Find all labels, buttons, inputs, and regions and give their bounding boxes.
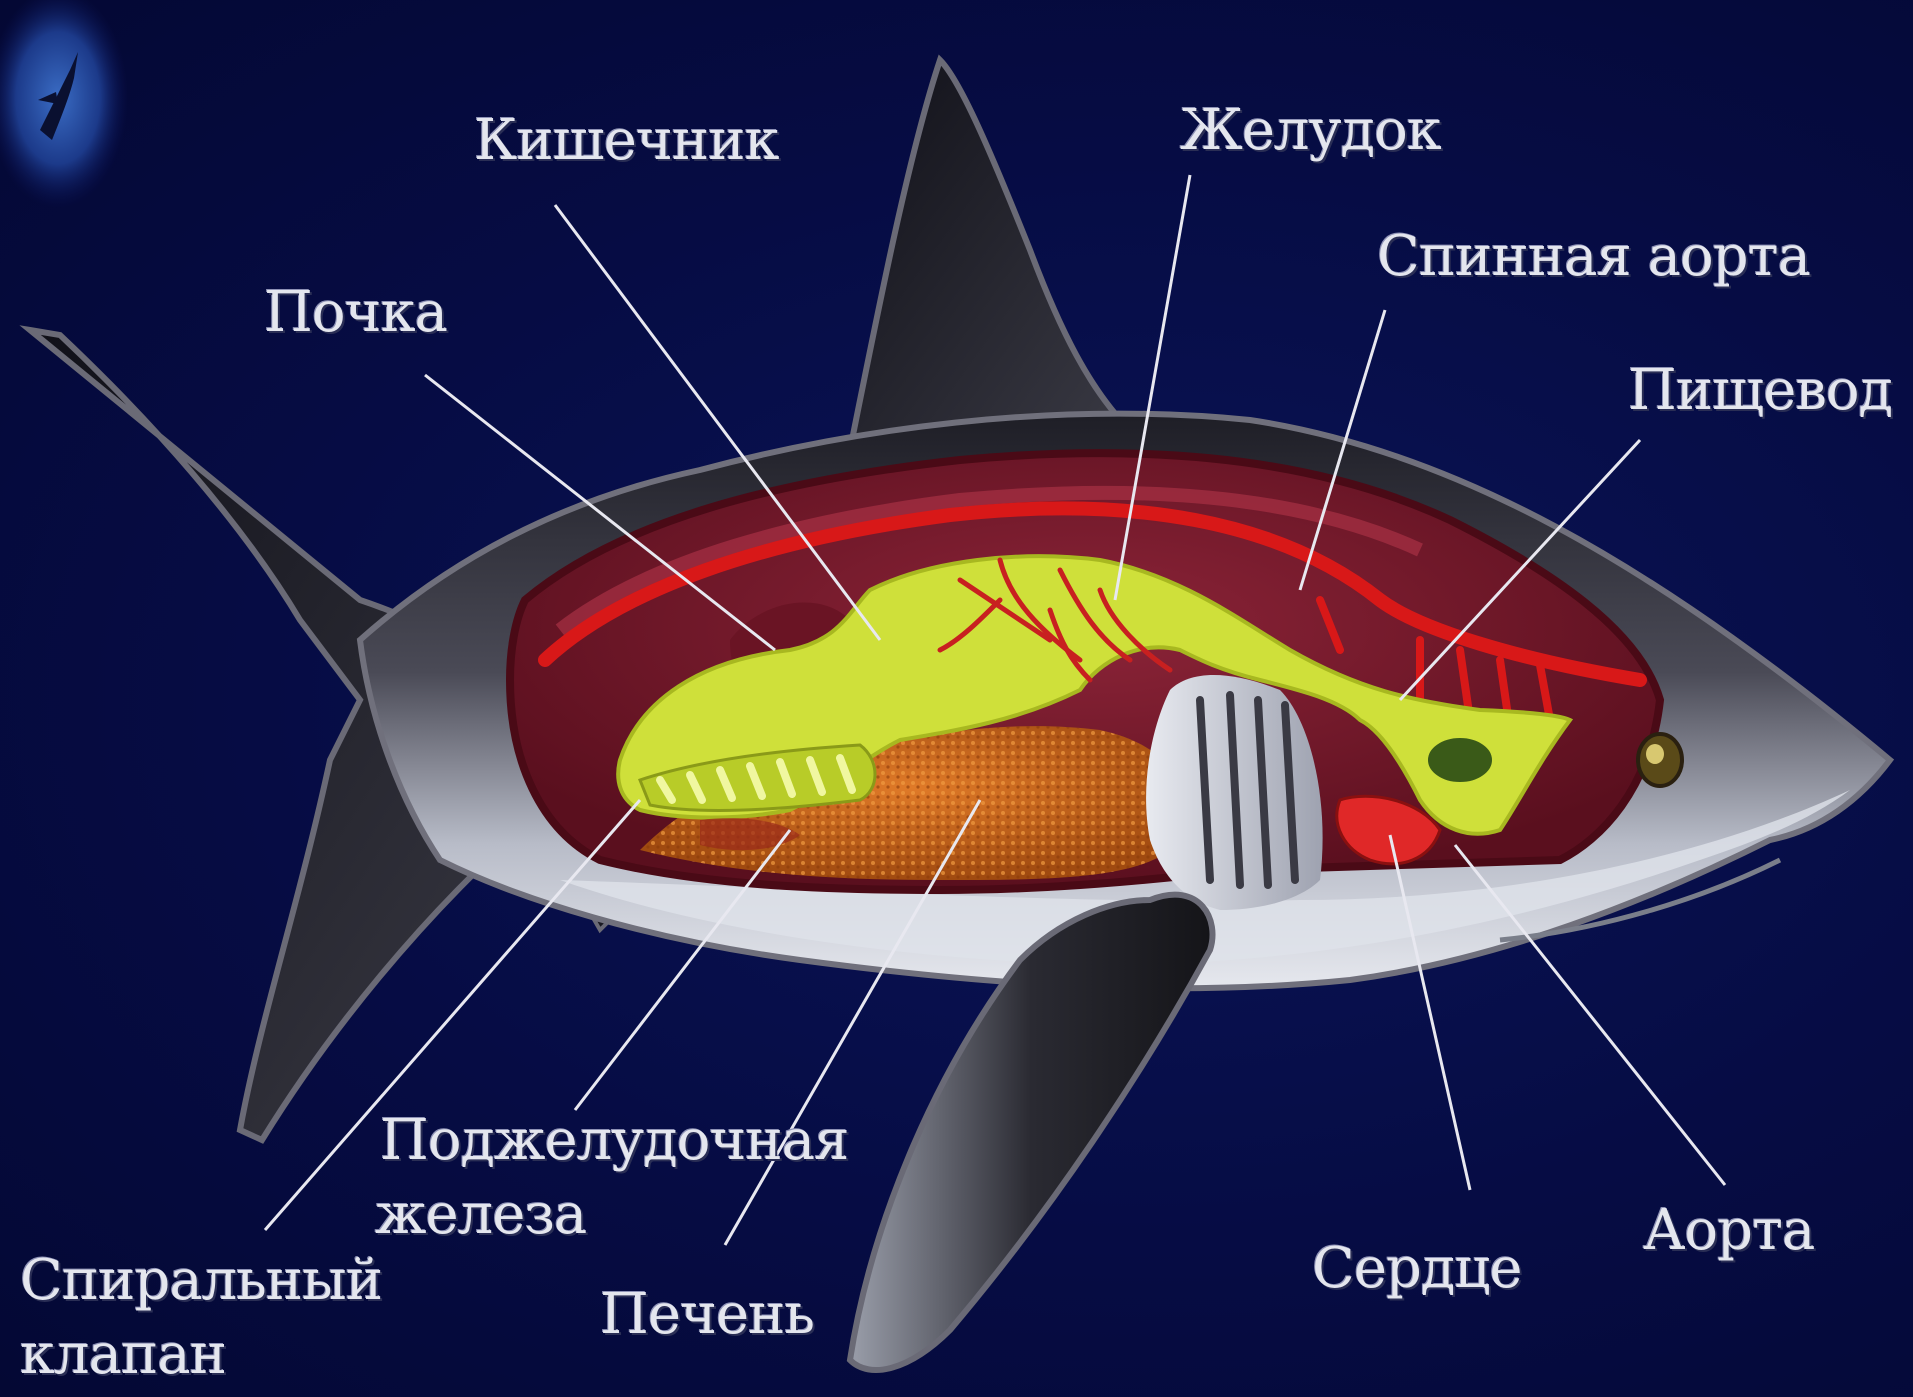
label-pancreas-line2: железа: [375, 1182, 586, 1248]
label-dorsal-aorta: Спинная аорта: [1377, 224, 1810, 290]
label-intestine: Кишечник: [474, 108, 779, 174]
label-heart: Сердце: [1312, 1236, 1521, 1302]
label-liver: Печень: [600, 1282, 814, 1348]
label-spiral-valve-line1: Спиральный: [20, 1248, 382, 1314]
shark-eye: [1638, 734, 1682, 786]
dorsal-fin: [850, 60, 1130, 450]
label-spiral-valve-line2: клапан: [20, 1322, 226, 1388]
label-pancreas-line1: Поджелудочная: [380, 1108, 848, 1174]
label-kidney: Почка: [264, 280, 447, 346]
shark-logo-icon: [0, 0, 128, 208]
label-stomach: Желудок: [1180, 98, 1441, 164]
label-esophagus: Пищевод: [1628, 358, 1892, 424]
esophagus-opening: [1425, 735, 1495, 785]
label-aorta: Аорта: [1643, 1198, 1814, 1264]
